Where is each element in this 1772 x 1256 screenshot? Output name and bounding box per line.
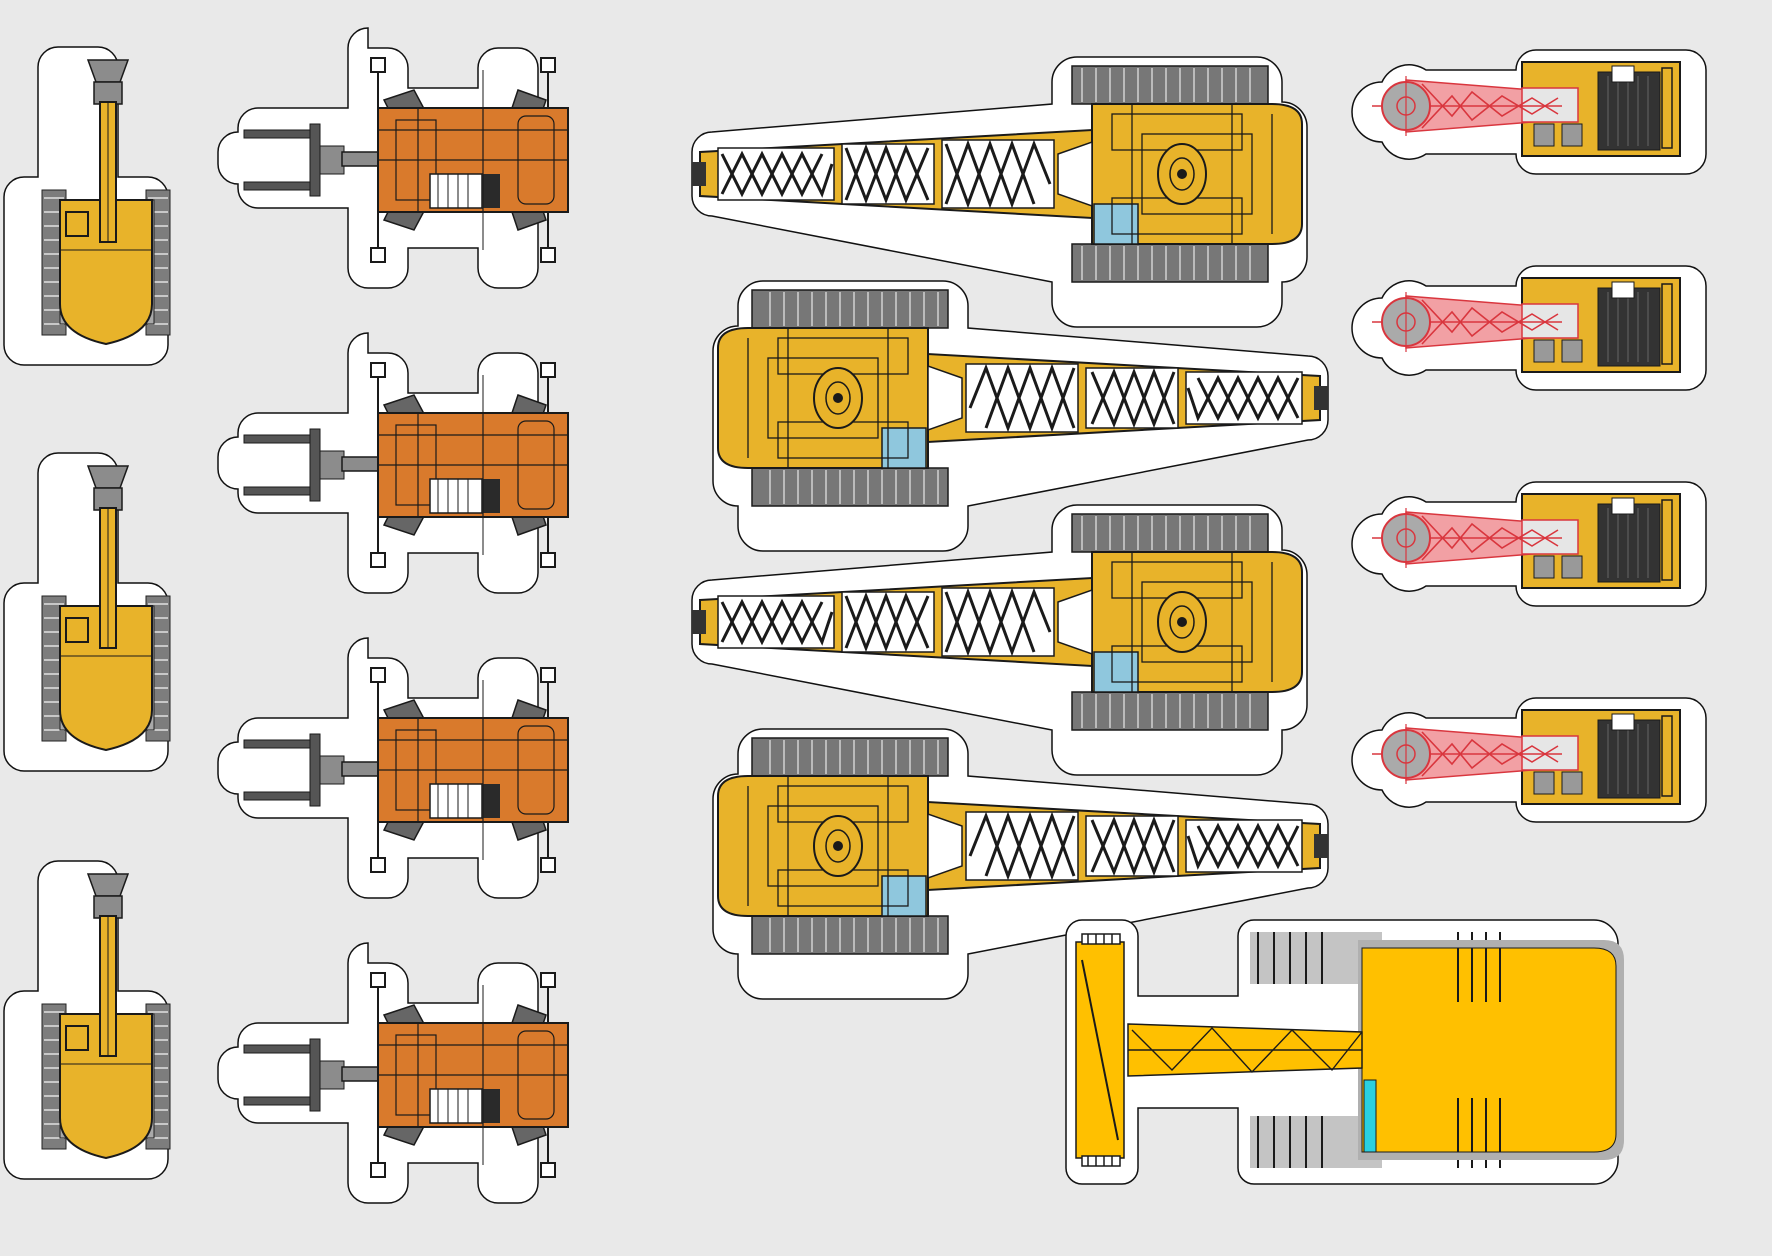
large-crane-sticker [1065,919,1625,1185]
telehandler-sticker [217,637,569,899]
excavator-sticker [3,452,171,772]
excavator-sticker [3,46,171,366]
excavator-sticker [3,860,171,1180]
drilling-rig-sticker [1351,265,1707,391]
telehandler-sticker [217,332,569,594]
telehandler-sticker [217,942,569,1204]
drilling-rig-sticker [1351,49,1707,175]
drilling-rig-sticker [1351,481,1707,607]
telehandler-sticker [217,27,569,289]
drilling-rig-sticker [1351,697,1707,823]
